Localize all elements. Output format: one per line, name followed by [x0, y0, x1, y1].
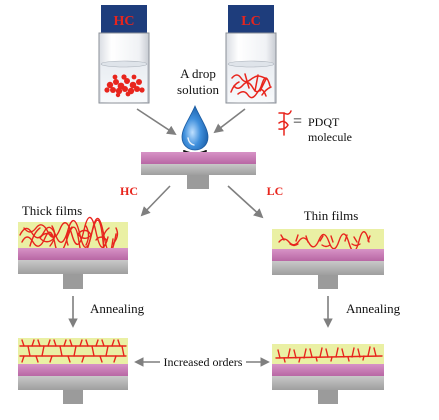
vial-lc-cap — [228, 5, 274, 33]
thick-annealed-layer — [18, 338, 128, 364]
thin-base — [272, 261, 384, 275]
substrate-top-base — [141, 164, 256, 175]
increased-orders-label: Increased orders — [164, 355, 243, 369]
thick-electrode — [18, 248, 128, 260]
thin-annealed-chains — [275, 346, 383, 363]
annealing-right-label: Annealing — [346, 301, 401, 316]
thin-annealed-stand — [318, 390, 338, 404]
device-thin-before — [272, 229, 384, 289]
arrow-icon — [140, 185, 171, 217]
thick-film-layer — [18, 222, 128, 248]
annealing-left-label: Annealing — [90, 301, 145, 316]
drop-label-line1: A drop — [180, 66, 216, 81]
thin-films-label: Thin films — [304, 208, 359, 223]
thin-annealed-electrode — [272, 364, 384, 376]
drop-label-line2: solution — [177, 82, 219, 97]
legend: = PDQT molecule — [278, 110, 352, 144]
arrow-icon — [136, 108, 177, 136]
branch-hc-label: HC — [120, 184, 138, 198]
vial-hc-aggregates — [104, 74, 145, 98]
substrate-top — [141, 152, 256, 189]
substrate-top-electrode — [141, 152, 256, 164]
thick-base — [18, 260, 128, 274]
thick-annealed-electrode — [18, 364, 128, 376]
arrow-icon — [227, 185, 264, 219]
thick-film-chains — [19, 216, 119, 261]
thick-annealed-base — [18, 376, 128, 390]
legend-equals: = — [293, 113, 302, 130]
device-thin-after — [272, 344, 384, 404]
device-thick-after — [18, 338, 128, 404]
substrate-top-stand — [187, 175, 209, 189]
device-thick-before — [18, 216, 128, 289]
vial-lc-chains — [230, 73, 272, 99]
branch-lc-label: LC — [267, 184, 284, 198]
thick-annealed-stand — [63, 390, 83, 404]
molecule-icon — [278, 110, 292, 136]
vial-hc: HC — [98, 5, 150, 104]
legend-line1: PDQT — [308, 115, 340, 129]
thin-stand — [318, 275, 338, 289]
vial-hc-label: HC — [114, 14, 135, 29]
vial-lc-liquid — [228, 64, 274, 102]
thick-stand — [63, 274, 83, 289]
vial-lc: LC — [225, 5, 277, 104]
thick-annealed-chains — [19, 339, 127, 363]
vial-lc-label: LC — [241, 14, 260, 29]
drop-icon — [181, 104, 209, 155]
legend-line2: molecule — [308, 130, 352, 144]
thin-annealed-base — [272, 376, 384, 390]
thin-electrode — [272, 249, 384, 261]
arrow-icon — [213, 108, 246, 134]
vial-hc-cap — [101, 5, 147, 33]
thick-films-label: Thick films — [22, 203, 82, 218]
